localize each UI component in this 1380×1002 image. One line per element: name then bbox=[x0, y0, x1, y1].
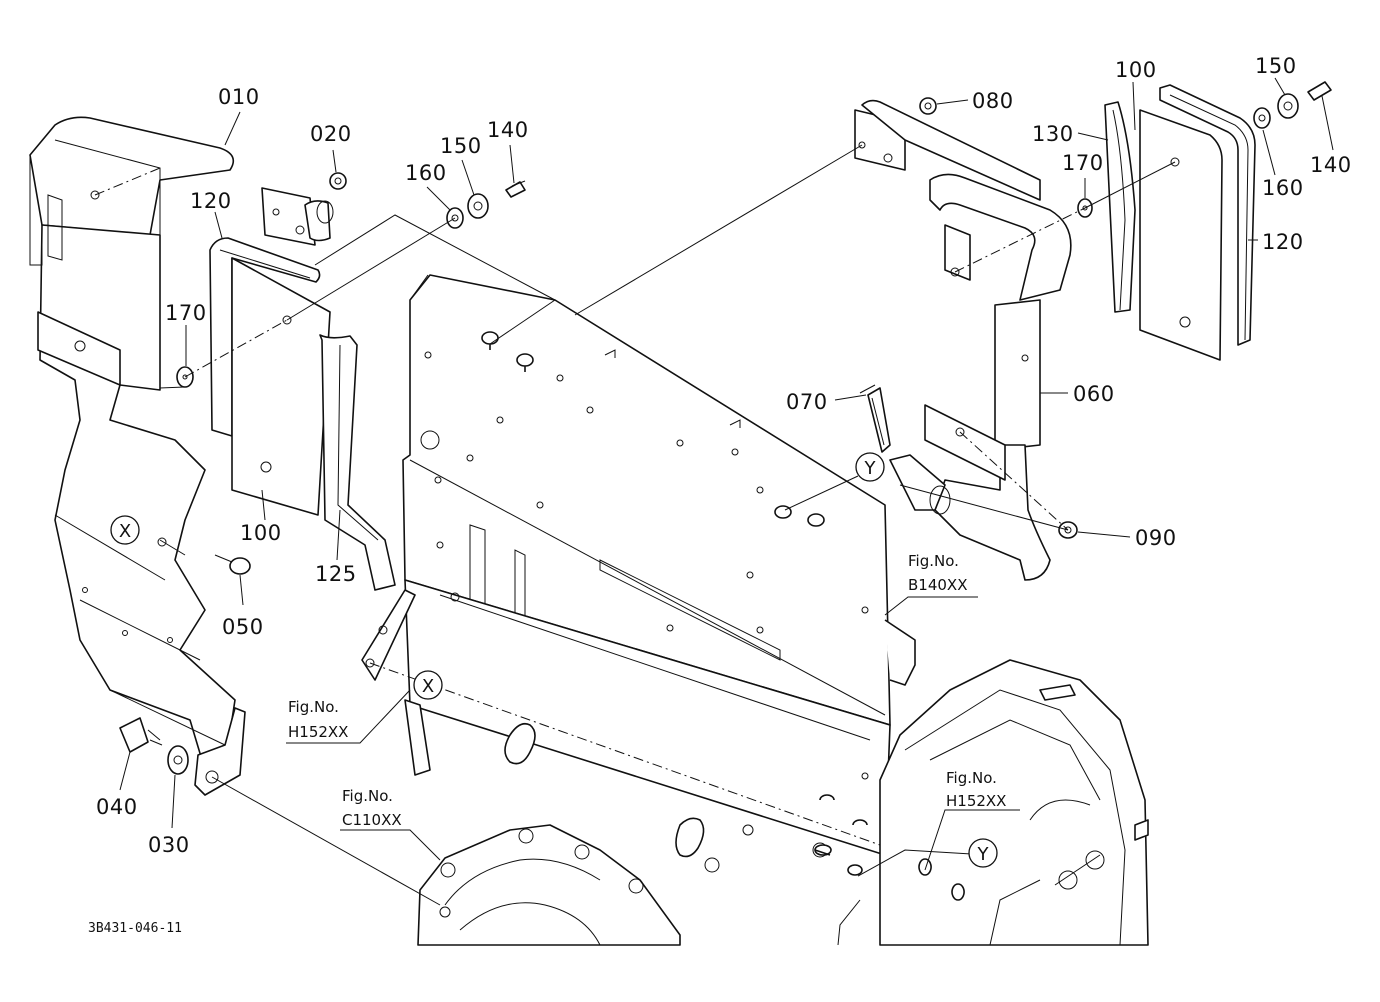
marker-x-left: X bbox=[110, 515, 140, 545]
label-160-left: 160 bbox=[405, 161, 447, 185]
label-010: 010 bbox=[218, 85, 260, 109]
marker-x-center: X bbox=[413, 670, 443, 700]
part-labels: 010 020 120 160 150 140 170 100 125 050 … bbox=[96, 54, 1352, 857]
svg-text:Y: Y bbox=[977, 844, 990, 865]
marker-y-top: Y bbox=[855, 452, 885, 482]
label-060: 060 bbox=[1073, 382, 1115, 406]
label-150-right: 150 bbox=[1255, 54, 1297, 78]
panel-rivets bbox=[481, 331, 825, 527]
label-140-right: 140 bbox=[1310, 153, 1352, 177]
leader-lines bbox=[119, 77, 1334, 871]
label-140-left: 140 bbox=[487, 118, 529, 142]
drawing-code: 3B431-046-11 bbox=[88, 921, 182, 936]
label-125: 125 bbox=[315, 562, 357, 586]
label-170-right: 170 bbox=[1062, 151, 1104, 175]
fig-h152-left-code: H152XX bbox=[288, 723, 348, 741]
label-070: 070 bbox=[786, 390, 828, 414]
label-020: 020 bbox=[310, 122, 352, 146]
label-080: 080 bbox=[972, 89, 1014, 113]
marker-y-bottom: Y bbox=[968, 838, 998, 868]
assembly-lines bbox=[54, 139, 1176, 906]
fig-c110-title: Fig.No. bbox=[342, 787, 393, 805]
reference-markers: X X Y Y bbox=[110, 452, 998, 868]
panel-holes bbox=[424, 351, 869, 634]
right-plate-assembly bbox=[867, 84, 1256, 453]
fig-b140-code: B140XX bbox=[908, 576, 967, 594]
left-plate-assembly bbox=[209, 237, 396, 591]
figure-references: Fig.No. B140XX Fig.No. H152XX Fig.No. C1… bbox=[288, 552, 1006, 829]
label-120-left: 120 bbox=[190, 189, 232, 213]
label-160-right: 160 bbox=[1262, 176, 1304, 200]
lower-housing bbox=[417, 659, 1149, 946]
fig-c110-code: C110XX bbox=[342, 811, 402, 829]
svg-text:Y: Y bbox=[864, 458, 877, 479]
fig-b140-title: Fig.No. bbox=[908, 552, 959, 570]
label-120-right: 120 bbox=[1262, 230, 1304, 254]
label-100-left: 100 bbox=[240, 521, 282, 545]
label-090: 090 bbox=[1135, 526, 1177, 550]
fig-h152-right-title: Fig.No. bbox=[946, 769, 997, 787]
svg-text:X: X bbox=[422, 676, 434, 697]
label-050: 050 bbox=[222, 615, 264, 639]
center-panel bbox=[361, 274, 916, 876]
hardware bbox=[119, 81, 1332, 775]
right-handle-assembly bbox=[854, 99, 1072, 581]
label-170-left: 170 bbox=[165, 301, 207, 325]
label-130: 130 bbox=[1032, 122, 1074, 146]
label-040: 040 bbox=[96, 795, 138, 819]
label-100-right: 100 bbox=[1115, 58, 1157, 82]
label-030: 030 bbox=[148, 833, 190, 857]
label-150-left: 150 bbox=[440, 134, 482, 158]
fig-h152-left-title: Fig.No. bbox=[288, 698, 339, 716]
fig-h152-right-code: H152XX bbox=[946, 792, 1006, 810]
svg-text:X: X bbox=[119, 521, 131, 542]
